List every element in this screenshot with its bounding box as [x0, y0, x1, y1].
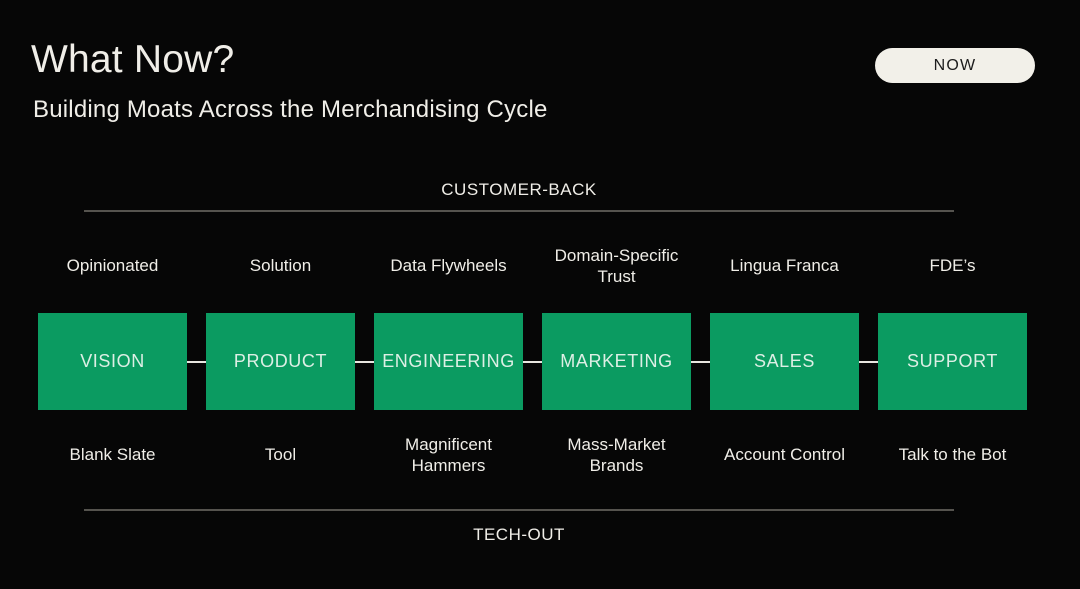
now-badge: NOW: [875, 48, 1035, 83]
stage-column-engineering: Data Flywheels ENGINEERING Magnificent H…: [374, 236, 542, 483]
tech-out-moat-label: Magnificent Hammers: [405, 434, 492, 475]
tech-out-moat-label: Account Control: [724, 445, 845, 465]
stage-box-sales: SALES: [710, 313, 878, 410]
stage-column-support: FDE’s SUPPORT Talk to the Bot: [878, 236, 1027, 483]
tech-out-moat-label: Talk to the Bot: [898, 445, 1007, 465]
stage-box-vision: VISION: [38, 313, 206, 410]
stage-box-engineering: ENGINEERING: [374, 313, 542, 410]
customer-back-moat-label: Data Flywheels: [390, 256, 507, 276]
tech-out-axis-label: TECH-OUT: [473, 525, 565, 544]
customer-back-moat-label: Domain-Specific Trust: [554, 245, 679, 286]
customer-back-moat-label: FDE’s: [929, 256, 976, 276]
stage-column-marketing: Domain-Specific Trust MARKETING Mass-Mar…: [542, 236, 710, 483]
page-title: What Now?: [31, 38, 235, 81]
stage-column-vision: Opinionated VISION Blank Slate: [38, 236, 206, 483]
tech-out-moat-label: Blank Slate: [69, 445, 156, 465]
stage-column-sales: Lingua Franca SALES Account Control: [710, 236, 878, 483]
tech-out-moat-label: Tool: [264, 445, 297, 465]
stage-box-product: PRODUCT: [206, 313, 374, 410]
stage-column-product: Solution PRODUCT Tool: [206, 236, 374, 483]
customer-back-moat-label: Lingua Franca: [730, 256, 839, 276]
tech-out-moat-label: Mass-Market Brands: [567, 434, 666, 475]
page-subtitle: Building Moats Across the Merchandising …: [33, 96, 548, 123]
customer-back-moat-label: Solution: [249, 256, 312, 276]
merchandising-cycle: Opinionated VISION Blank Slate Solution …: [38, 236, 1027, 483]
stage-box-marketing: MARKETING: [542, 313, 710, 410]
customer-back-moat-label: Opinionated: [66, 256, 159, 276]
top-divider-line: [84, 210, 954, 212]
customer-back-axis-label: CUSTOMER-BACK: [441, 180, 597, 199]
stage-box-support: SUPPORT: [878, 313, 1027, 410]
bottom-divider-line: [84, 509, 954, 511]
